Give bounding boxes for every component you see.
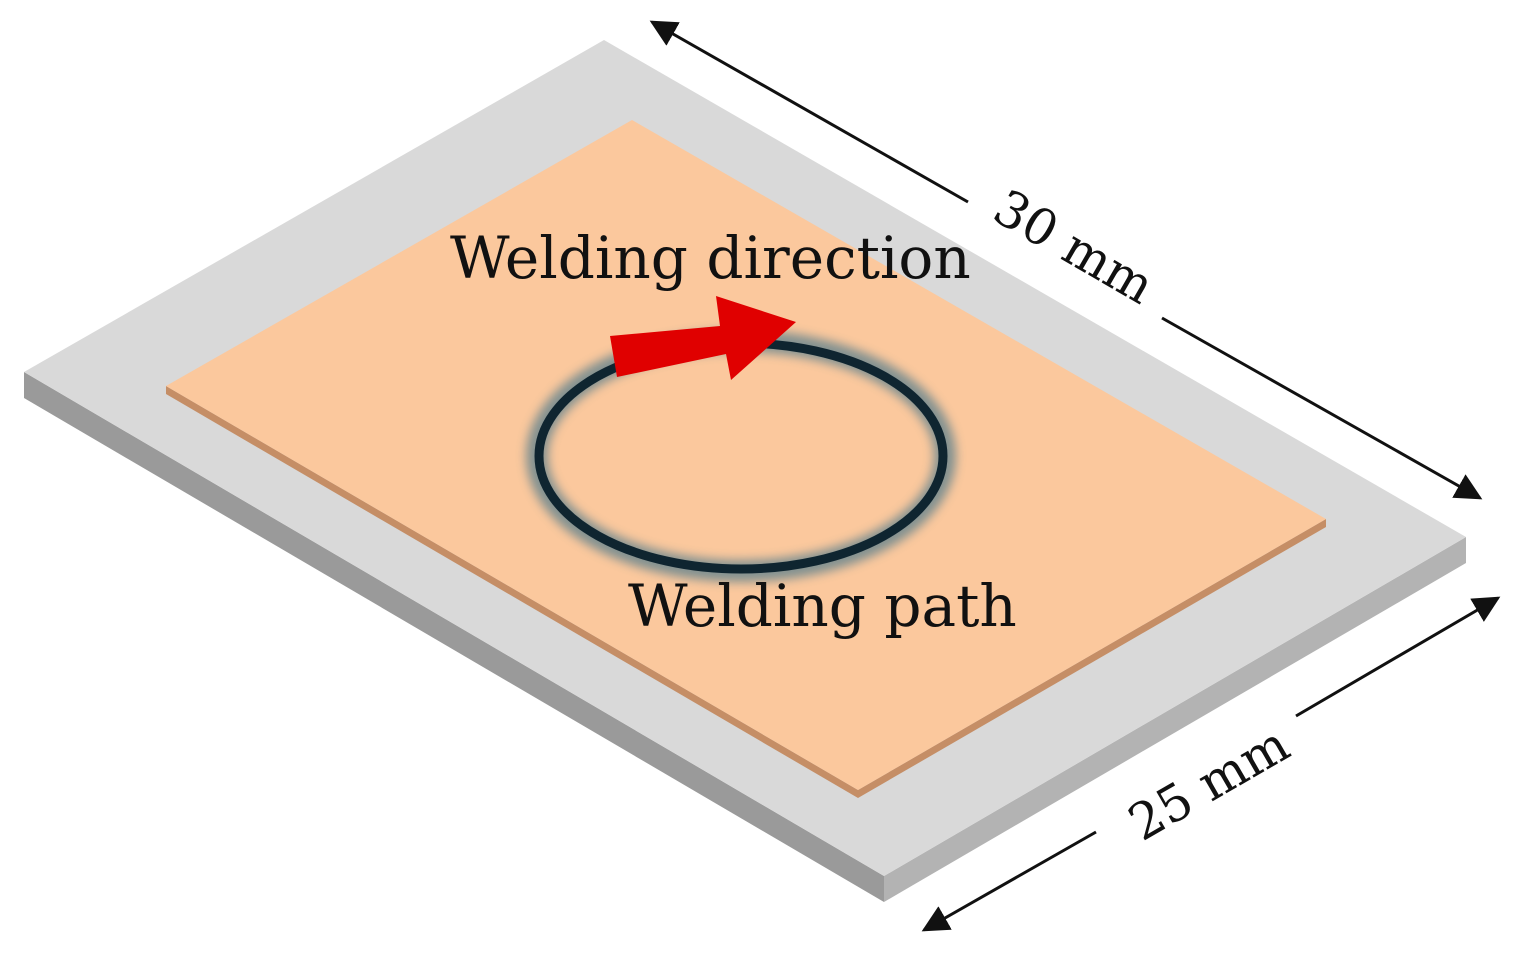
top-sheet-edge	[166, 386, 858, 798]
dimension-length-line-lower	[1161, 316, 1483, 500]
top-sheet	[166, 120, 1326, 798]
base-plate-right-side	[884, 537, 1466, 902]
base-plate-left-side	[24, 372, 884, 902]
dimension-width-line-lower	[921, 830, 1097, 932]
dimension-length-line-upper	[649, 20, 969, 204]
welding-path-label: Welding path	[628, 572, 1017, 640]
dimension-width-line-upper	[1295, 596, 1501, 718]
welding-direction-arrow-icon	[610, 296, 796, 380]
top-sheet-edge-right	[858, 519, 1326, 798]
welding-direction-label: Welding direction	[450, 224, 971, 292]
top-sheet-surface	[166, 120, 1326, 790]
